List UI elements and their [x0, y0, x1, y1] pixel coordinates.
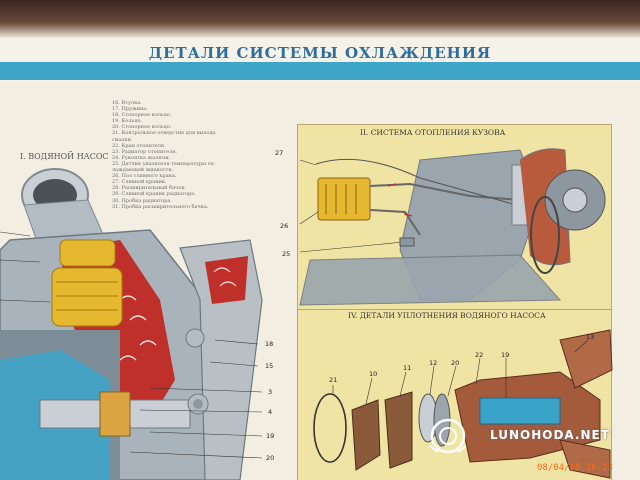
legend-line: 25. Датчик указателя температуры ох-	[112, 160, 216, 167]
legend-line: 20. Стопорное кольцо.	[112, 124, 172, 131]
legend-line: 23. Радиатор отопителя.	[112, 148, 177, 155]
panel-divider	[298, 309, 611, 310]
legend-line: лаждающей жидкости.	[112, 167, 174, 174]
callout-label: 3	[268, 388, 273, 396]
callout-label: 22	[475, 351, 484, 359]
legend-line: 31. Пробка расширительного бачка.	[112, 203, 209, 210]
title-accent-band	[0, 62, 640, 80]
callout-label: 13	[586, 333, 595, 341]
callout-label: 18	[265, 340, 274, 348]
callout-label: 27	[275, 149, 284, 157]
camera-lens-logo-icon	[429, 418, 467, 454]
poster-title: ДЕТАЛИ СИСТЕМЫ ОХЛАЖДЕНИЯ	[148, 44, 492, 62]
callout-label: 10	[369, 370, 378, 378]
callout-label: 15	[265, 362, 274, 370]
callout-label: 25	[282, 250, 291, 258]
legend-line: 16. Втулка.	[112, 100, 142, 106]
callout-label: 12	[429, 359, 438, 367]
section-water-pump-title: I. ВОДЯНОЙ НАСОС	[20, 152, 109, 161]
section-seal-parts-title: IV. ДЕТАЛИ УПЛОТНЕНИЯ ВОДЯНОГО НАСОСА	[348, 311, 546, 320]
legend-line: 30. Пробка радиатора.	[112, 197, 172, 204]
callout-label: 20	[266, 454, 275, 462]
legend-line: 21. Контрольное отверстие для выхода	[112, 130, 216, 137]
legend-line: 22. Кран отопителя.	[112, 142, 166, 149]
legend-line: 27. Сливной краник.	[112, 179, 167, 186]
callout-label: 4	[268, 408, 273, 416]
poster-top-edge	[0, 0, 640, 38]
watermark-text: LUNOHODA.NET	[490, 428, 610, 442]
callout-label: 19	[501, 351, 510, 359]
photo-timestamp: 08/04/10 16:23	[537, 463, 613, 473]
callout-label: 21	[329, 376, 338, 384]
legend-line: 26. Пол сливного крана.	[112, 173, 177, 180]
callout-label: 19	[266, 432, 275, 440]
legend-line: 28. Расширительный бачок.	[112, 185, 187, 192]
callout-label: 26	[280, 222, 289, 230]
legend-line: 18. Стопорное кольцо.	[112, 112, 172, 119]
legend-line: 19. Кольцо.	[112, 118, 143, 125]
legend-line: 24. Рукоятка жалюзи.	[112, 154, 171, 161]
legend-line: 17. Пружина.	[112, 106, 148, 113]
legend-line: 29. Сливной краник радиатора.	[112, 191, 196, 198]
section-heating-title: II. СИСТЕМА ОТОПЛЕНИЯ КУЗОВА	[360, 128, 506, 137]
legend-line: смазки.	[112, 136, 133, 143]
water-pump-cutaway-illustration	[0, 168, 263, 480]
callout-label: 20	[451, 359, 460, 367]
callout-label: 11	[403, 364, 412, 372]
parts-legend: 16. Втулка. 17. Пружина. 18. Стопорное к…	[112, 100, 232, 210]
